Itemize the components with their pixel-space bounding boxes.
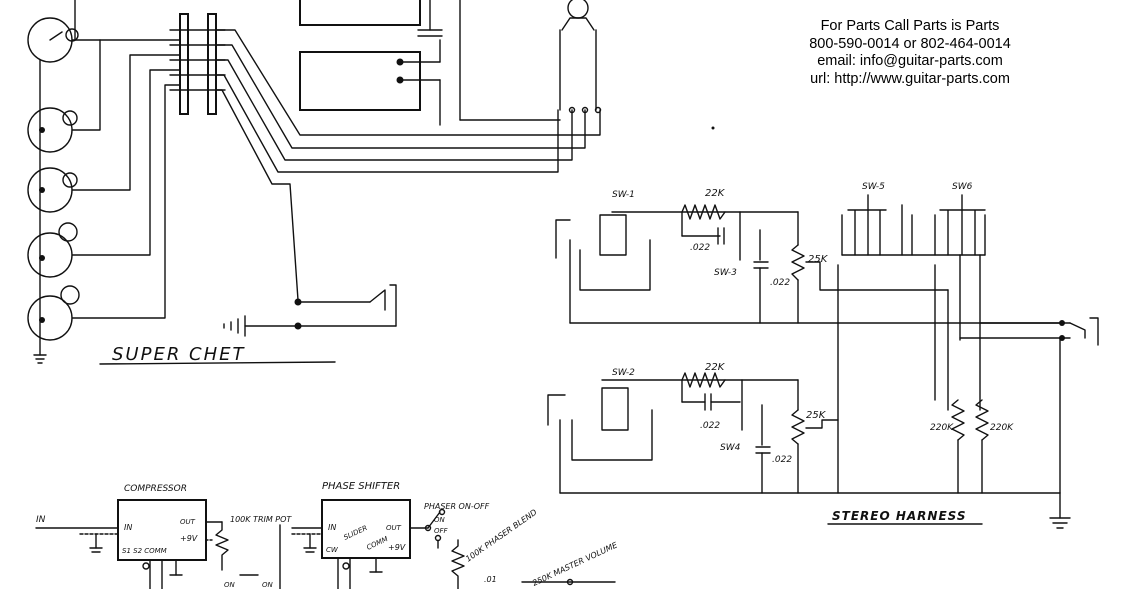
comp-plus9: +9V [180, 534, 198, 543]
master-volume-label: 250K MASTER VOLUME [531, 540, 620, 588]
pot-3 [27, 167, 78, 213]
ph-plus9: +9V [388, 543, 406, 552]
on-label-a: ON [224, 581, 236, 589]
trimpot-label: 100K TRIM POT [230, 515, 292, 524]
super-chet-schematic: SUPER CHET [27, 0, 602, 365]
cap-01-label: .01 [484, 575, 497, 584]
sw5-label: SW-5 [862, 182, 885, 192]
r-top-label: 22K [705, 188, 726, 199]
comp-pins: S1 S2 COMM [122, 547, 167, 555]
pot-5 [27, 285, 80, 341]
sw1-label: SW-1 [612, 190, 635, 200]
pot-1 [27, 17, 79, 63]
ph-in: IN [328, 523, 336, 532]
stereo-harness-schematic: SW-1 22K .022 SW-3 .022 25K SW-5 SW6 [547, 182, 1099, 529]
ph-out: OUT [386, 524, 402, 532]
input-label: IN [36, 515, 46, 525]
stereo-harness-title: STEREO HARNESS [832, 509, 967, 523]
pot-bot-label: 25K [806, 410, 827, 421]
pot-2 [27, 107, 78, 153]
cap-a-label: .022 [690, 243, 710, 253]
phase-shifter-title: PHASE SHIFTER [322, 481, 400, 492]
contact-line-company: For Parts Call Parts is Parts [820, 18, 1000, 34]
r220-a-label: 220K [930, 423, 954, 433]
ph-cw: CW [326, 546, 339, 554]
contact-line-url: url: http://www.guitar-parts.com [810, 70, 1010, 87]
r220-b-label: 220K [990, 423, 1014, 433]
ph-comm: COMM [365, 535, 389, 552]
ph-off: OFF [434, 527, 449, 535]
contact-line-phone: 800-590-0014 or 802-464-0014 [809, 35, 1011, 52]
ph-on: ON [434, 516, 446, 524]
on-label-b: ON [262, 581, 274, 589]
phaser-onoff-label: PHASER ON-OFF [424, 502, 490, 511]
sw3-label: SW-3 [714, 268, 737, 278]
cap-d-label: .022 [772, 455, 792, 465]
super-chet-title: SUPER CHET [112, 344, 246, 365]
r-bot-label: 22K [705, 362, 726, 373]
effects-schematic: IN COMPRESSOR IN OUT +9V S1 S2 COMM 100K… [35, 481, 620, 589]
cap-c-label: .022 [700, 421, 720, 431]
phaser-blend-label: 100K PHASER BLEND [464, 508, 539, 564]
sw2-label: SW-2 [612, 368, 635, 378]
sw6-label: SW6 [952, 182, 973, 192]
compressor-title: COMPRESSOR [124, 484, 187, 494]
contact-line-email: email: info@guitar-parts.com [817, 53, 1003, 69]
cap-b-label: .022 [770, 278, 790, 288]
comp-out: OUT [180, 518, 196, 526]
contact-info: For Parts Call Parts is Parts 800-590-00… [760, 18, 1060, 88]
sw4-label: SW4 [720, 443, 741, 453]
ph-slider: SLIDER [342, 524, 368, 542]
pot-top-label: 25K [808, 254, 829, 265]
comp-in: IN [124, 523, 132, 532]
pot-4 [27, 222, 78, 278]
